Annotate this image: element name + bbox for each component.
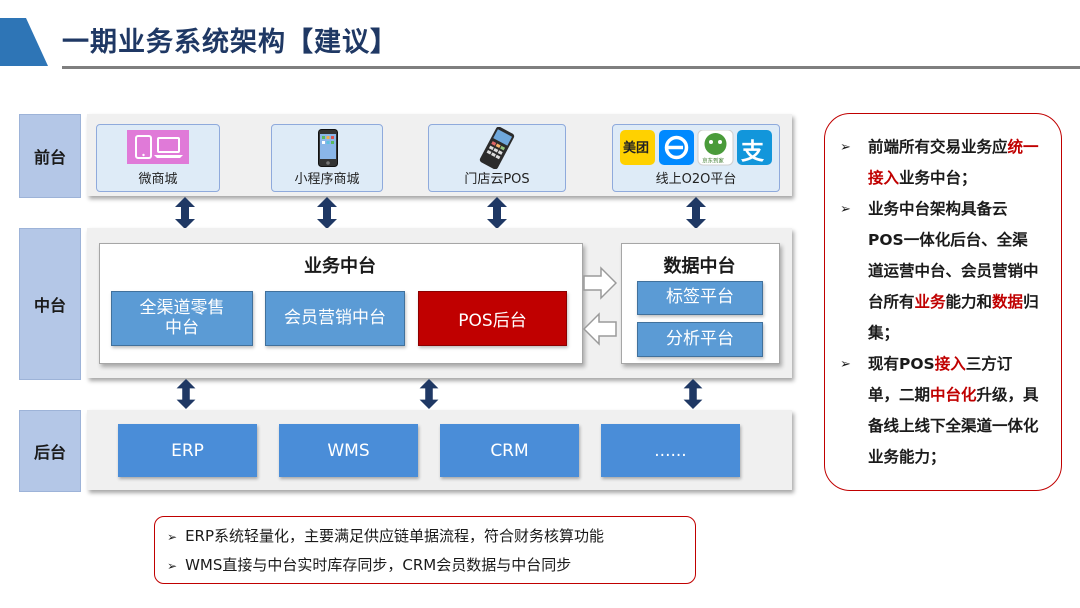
wms-block[interactable]: WMS xyxy=(279,424,418,477)
bullet-arrow-icon: ➢ xyxy=(840,140,851,155)
front-card-store-cloud-pos[interactable]: 门店云POS xyxy=(428,124,566,192)
note-text: 业务中台； xyxy=(899,169,977,187)
double-arrow-icon xyxy=(487,197,507,229)
note-text: 现有POS xyxy=(868,355,935,373)
bottom-note-item: ➢ WMS直接与中台实时库存同步，CRM会员数据与中台同步 xyxy=(167,554,571,575)
right-notes-list: ➢ 前端所有交易业务应统一接入业务中台； ➢ 业务中台架构具备云POS一体化后台、全渠… xyxy=(840,132,1040,473)
alipay-badge-text: 支 xyxy=(741,139,764,165)
front-label-miniprogram-mall: 小程序商城 xyxy=(294,172,360,187)
data-middle-title: 数据中台 xyxy=(663,256,736,277)
layer-label-front: 前台 xyxy=(19,114,81,198)
omnichannel-retail-middle-block[interactable]: 全渠道零售 中台 xyxy=(111,291,253,346)
pos-backend-block[interactable]: POS后台 xyxy=(418,291,567,346)
arrow-right-outline-icon xyxy=(583,266,617,300)
double-arrow-icon xyxy=(317,197,337,229)
bullet-arrow-icon: ➢ xyxy=(840,202,851,217)
note-text: 归集； xyxy=(868,293,1039,342)
front-label-wechat-mall: 微商城 xyxy=(138,172,178,187)
jd-daojia-badge-text: 京东到家 xyxy=(702,158,724,165)
note-text: 能力和 xyxy=(945,293,993,311)
highlight-text: 统一接入 xyxy=(868,138,1039,187)
arrow-left-outline-icon xyxy=(583,312,617,346)
smartphone-icon xyxy=(318,129,338,167)
page-title: 一期业务系统架构【建议】 xyxy=(62,27,398,58)
meituan-badge-text: 美团 xyxy=(623,141,650,156)
business-middle-title: 业务中台 xyxy=(304,256,376,277)
highlight-text: 数据 xyxy=(992,293,1024,311)
note-text: 升级，具备线上线下全渠道一体化业务能力； xyxy=(868,386,1039,466)
member-marketing-middle-block[interactable]: 会员营销中台 xyxy=(265,291,405,346)
tablet-laptop-icon xyxy=(127,130,189,164)
double-arrow-icon xyxy=(175,197,195,229)
highlight-text: 中台化 xyxy=(930,386,977,404)
bottom-note-text: ERP系统轻量化，主要满足供应链单据流程，符合财务核算功能 xyxy=(185,527,605,545)
front-label-store-cloud-pos: 门店云POS xyxy=(464,172,530,187)
double-arrow-icon xyxy=(683,378,703,410)
analytics-platform-block[interactable]: 分析平台 xyxy=(637,322,763,357)
front-card-o2o-platform[interactable]: 美团 京东到家 支 线上O2O平台 xyxy=(612,124,780,192)
o2o-apps-icon xyxy=(620,130,772,166)
note-text: 业务中台架构具备云POS一体化后台、全渠道运营中台、会员营销中台所有 xyxy=(868,200,1039,311)
bottom-notes-box: ➢ ERP系统轻量化，主要满足供应链单据流程，符合财务核算功能 ➢ WMS直接与中台… xyxy=(154,516,696,584)
bullet-arrow-icon: ➢ xyxy=(167,559,178,573)
right-note-item: ➢ 现有POS接入三方订单，二期中台化升级，具备线上线下全渠道一体化业务能力； xyxy=(840,349,1040,473)
crm-block[interactable]: CRM xyxy=(440,424,579,477)
layer-label-back: 后台 xyxy=(19,410,81,492)
note-text: 三方订单，二期 xyxy=(868,355,1013,404)
highlight-text: 业务 xyxy=(914,293,946,311)
bottom-note-text: WMS直接与中台实时库存同步，CRM会员数据与中台同步 xyxy=(185,556,572,574)
tag-platform-block[interactable]: 标签平台 xyxy=(637,281,763,315)
bullet-arrow-icon: ➢ xyxy=(840,357,851,372)
front-card-miniprogram-mall[interactable]: 小程序商城 xyxy=(271,124,383,192)
erp-block[interactable]: ERP xyxy=(118,424,257,477)
double-arrow-icon xyxy=(176,378,196,410)
right-note-item: ➢ 前端所有交易业务应统一接入业务中台； xyxy=(840,132,1040,194)
highlight-text: 接入 xyxy=(934,355,966,373)
right-note-item: ➢ 业务中台架构具备云POS一体化后台、全渠道运营中台、会员营销中台所有业务能力和… xyxy=(840,194,1040,349)
double-arrow-icon xyxy=(419,378,439,410)
note-text: 前端所有交易业务应 xyxy=(868,138,1008,156)
bottom-note-item: ➢ ERP系统轻量化，主要满足供应链单据流程，符合财务核算功能 xyxy=(167,525,604,546)
front-card-wechat-mall[interactable]: 微商城 xyxy=(96,124,220,192)
pos-terminal-icon xyxy=(479,127,515,169)
layer-label-middle: 中台 xyxy=(19,228,81,380)
more-systems-block[interactable]: ...... xyxy=(601,424,740,477)
title-accent-shape xyxy=(0,18,48,66)
bullet-arrow-icon: ➢ xyxy=(167,530,178,544)
double-arrow-icon xyxy=(686,197,706,229)
front-label-o2o-platform: 线上O2O平台 xyxy=(655,172,737,187)
title-underline xyxy=(62,66,1080,69)
right-notes-box: ➢ 前端所有交易业务应统一接入业务中台； ➢ 业务中台架构具备云POS一体化后台、全渠… xyxy=(824,113,1062,491)
